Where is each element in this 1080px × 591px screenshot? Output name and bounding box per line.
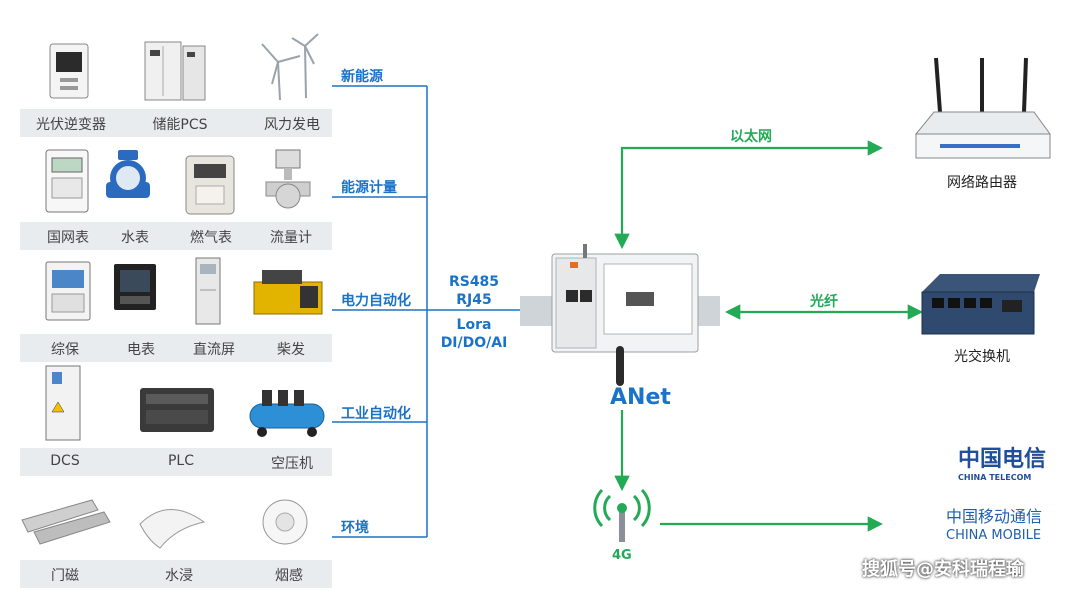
dc-panel-icon: [195, 257, 221, 325]
protocol-label: DI/DO/AI: [440, 335, 508, 351]
category-label-environment: 环境: [341, 520, 369, 536]
gateway-name: ANet: [610, 385, 671, 410]
category-bus: [332, 85, 520, 538]
device-label: 空压机: [271, 456, 313, 472]
fiber-switch-icon: [921, 274, 1040, 335]
relay-protection-icon: [45, 261, 91, 321]
device-band-new-energy: [20, 109, 332, 137]
plc-icon: [140, 388, 214, 432]
device-label: 水浸: [165, 568, 193, 584]
switch-label: 光交换机: [954, 349, 1010, 365]
category-label-industrial: 工业自动化: [341, 406, 411, 422]
device-label: 综保: [51, 342, 79, 358]
water-leak-sensor-icon: [139, 509, 206, 549]
protocol-label: RS485: [448, 274, 500, 290]
device-label: 储能PCS: [152, 117, 208, 133]
device-label: 直流屏: [193, 342, 235, 358]
svg-text:CHINA TELECOM: CHINA TELECOM: [958, 473, 1031, 482]
china-telecom-logo: 中国电信 CHINA TELECOM: [958, 446, 1046, 482]
fiber-label: 光纤: [810, 294, 838, 310]
router-label: 网络路由器: [947, 175, 1017, 191]
device-label: 柴发: [277, 342, 305, 358]
svg-text:CHINA MOBILE: CHINA MOBILE: [946, 528, 1041, 543]
grid-meter-icon: [45, 149, 89, 213]
dcs-cabinet-icon: [45, 365, 81, 441]
smoke-detector-icon: [262, 499, 308, 545]
device-label: 风力发电: [264, 117, 320, 133]
power-meter-icon: [114, 264, 156, 310]
gas-meter-icon: [185, 155, 235, 215]
device-band-environment: [20, 560, 332, 588]
router-icon: [914, 57, 1051, 159]
flow-meter-icon: [265, 149, 311, 209]
device-band-industrial: [20, 448, 332, 476]
anet-gateway-icon: [520, 244, 720, 386]
wind-turbine-icon: [261, 33, 319, 101]
device-label: 燃气表: [190, 230, 232, 246]
category-label-new-energy: 新能源: [341, 69, 383, 85]
cellular-antenna-icon: [593, 488, 651, 542]
air-compressor-icon: [249, 390, 325, 437]
cellular-label: 4G: [612, 548, 632, 563]
china-mobile-logo: 中国移动通信 CHINA MOBILE: [946, 507, 1042, 543]
device-label: 电表: [127, 342, 155, 358]
diesel-generator-icon: [253, 270, 323, 315]
device-band-power: [20, 334, 332, 362]
device-label: 流量计: [270, 230, 312, 246]
watermark: 搜狐号@安科瑞程瑜: [862, 559, 1024, 580]
door-contact-icon: [21, 499, 111, 545]
svg-text:中国移动通信: 中国移动通信: [946, 507, 1042, 526]
svg-text:中国电信: 中国电信: [958, 446, 1046, 472]
inverter-icon: [49, 43, 89, 99]
protocol-label: Lora: [456, 317, 492, 333]
category-label-power: 电力自动化: [341, 293, 411, 309]
device-label: 烟感: [275, 568, 303, 584]
device-label: PLC: [167, 453, 195, 469]
ethernet-label: 以太网: [730, 129, 772, 145]
device-label: 门磁: [51, 568, 79, 584]
device-label: 国网表: [47, 230, 89, 246]
ethernet-link: [614, 140, 884, 250]
device-band-metering: [20, 222, 332, 250]
device-label: 水表: [121, 230, 149, 246]
device-label: DCS: [50, 453, 80, 469]
water-meter-icon: [106, 150, 150, 198]
energy-storage-pcs-icon: [144, 41, 206, 101]
protocol-label: RJ45: [456, 292, 492, 308]
network-links: [614, 140, 924, 532]
category-label-metering: 能源计量: [341, 180, 397, 196]
device-label: 光伏逆变器: [36, 117, 106, 133]
